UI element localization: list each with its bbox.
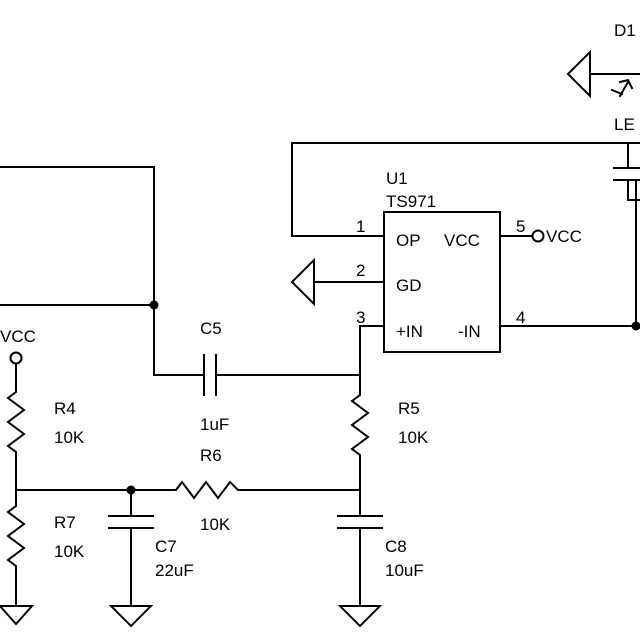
- r6-ref-label: R6: [200, 446, 222, 465]
- vcc-terminal-icon: [9, 351, 23, 365]
- capacitor-c5: C5 1uF: [199, 319, 361, 434]
- r7-value-label: 10K: [54, 542, 85, 561]
- opamp-u1: U1 TS971 OP VCC GD +IN -IN 1 2 3 5 4 VCC: [290, 142, 640, 376]
- vcc-right-label: VCC: [546, 227, 582, 246]
- resistor-r6: R6 10K: [15, 446, 361, 534]
- r4-ref-label: R4: [54, 399, 76, 418]
- junction-dot: [149, 300, 159, 310]
- pin-inn-label: -IN: [458, 322, 481, 341]
- pin-inp-label: +IN: [396, 322, 423, 341]
- ground-icon: [0, 605, 35, 626]
- u1-part-label: TS971: [386, 192, 436, 211]
- c8-ref-label: C8: [385, 537, 407, 556]
- r5-ref-label: R5: [398, 399, 420, 418]
- capacitor-c7: C7 22uF: [108, 489, 194, 628]
- pin4-number: 4: [516, 308, 525, 327]
- left-divider: VCC R4 10K R7 10K: [0, 327, 85, 626]
- c5-value-label: 1uF: [200, 415, 229, 434]
- pin5-number: 5: [516, 217, 525, 236]
- ground-icon: [108, 605, 154, 628]
- r6-value-label: 10K: [200, 515, 231, 534]
- c5-ref-label: C5: [200, 319, 222, 338]
- vcc-left-label: VCC: [0, 327, 36, 346]
- c8-value-label: 10uF: [385, 561, 424, 580]
- pin-vcc-label: VCC: [444, 231, 480, 250]
- ground-left-icon: [290, 257, 315, 307]
- pin3-number: 3: [356, 308, 365, 327]
- pin1-number: 1: [356, 217, 365, 236]
- left-block: [0, 166, 201, 376]
- right-edge-capacitor: [291, 142, 640, 327]
- d1-type-label: LE: [614, 115, 635, 134]
- pin-gd-label: GD: [396, 276, 422, 295]
- ground-icon: [337, 605, 383, 628]
- pin-op-label: OP: [396, 231, 421, 250]
- r5-value-label: 10K: [398, 428, 429, 447]
- pin2-number: 2: [356, 261, 365, 280]
- vcc-terminal-icon: [531, 229, 545, 243]
- r4-value-label: 10K: [54, 428, 85, 447]
- resistor-r5: R5 10K: [350, 374, 429, 491]
- u1-ref-label: U1: [386, 169, 408, 188]
- junction-dot: [631, 321, 640, 331]
- d1-ref-label: D1: [614, 21, 636, 40]
- r7-ref-label: R7: [54, 513, 76, 532]
- led-d1: D1 LE: [566, 21, 640, 134]
- capacitor-c8: C8 10uF: [337, 489, 424, 628]
- c7-ref-label: C7: [155, 537, 177, 556]
- c7-value-label: 22uF: [155, 561, 194, 580]
